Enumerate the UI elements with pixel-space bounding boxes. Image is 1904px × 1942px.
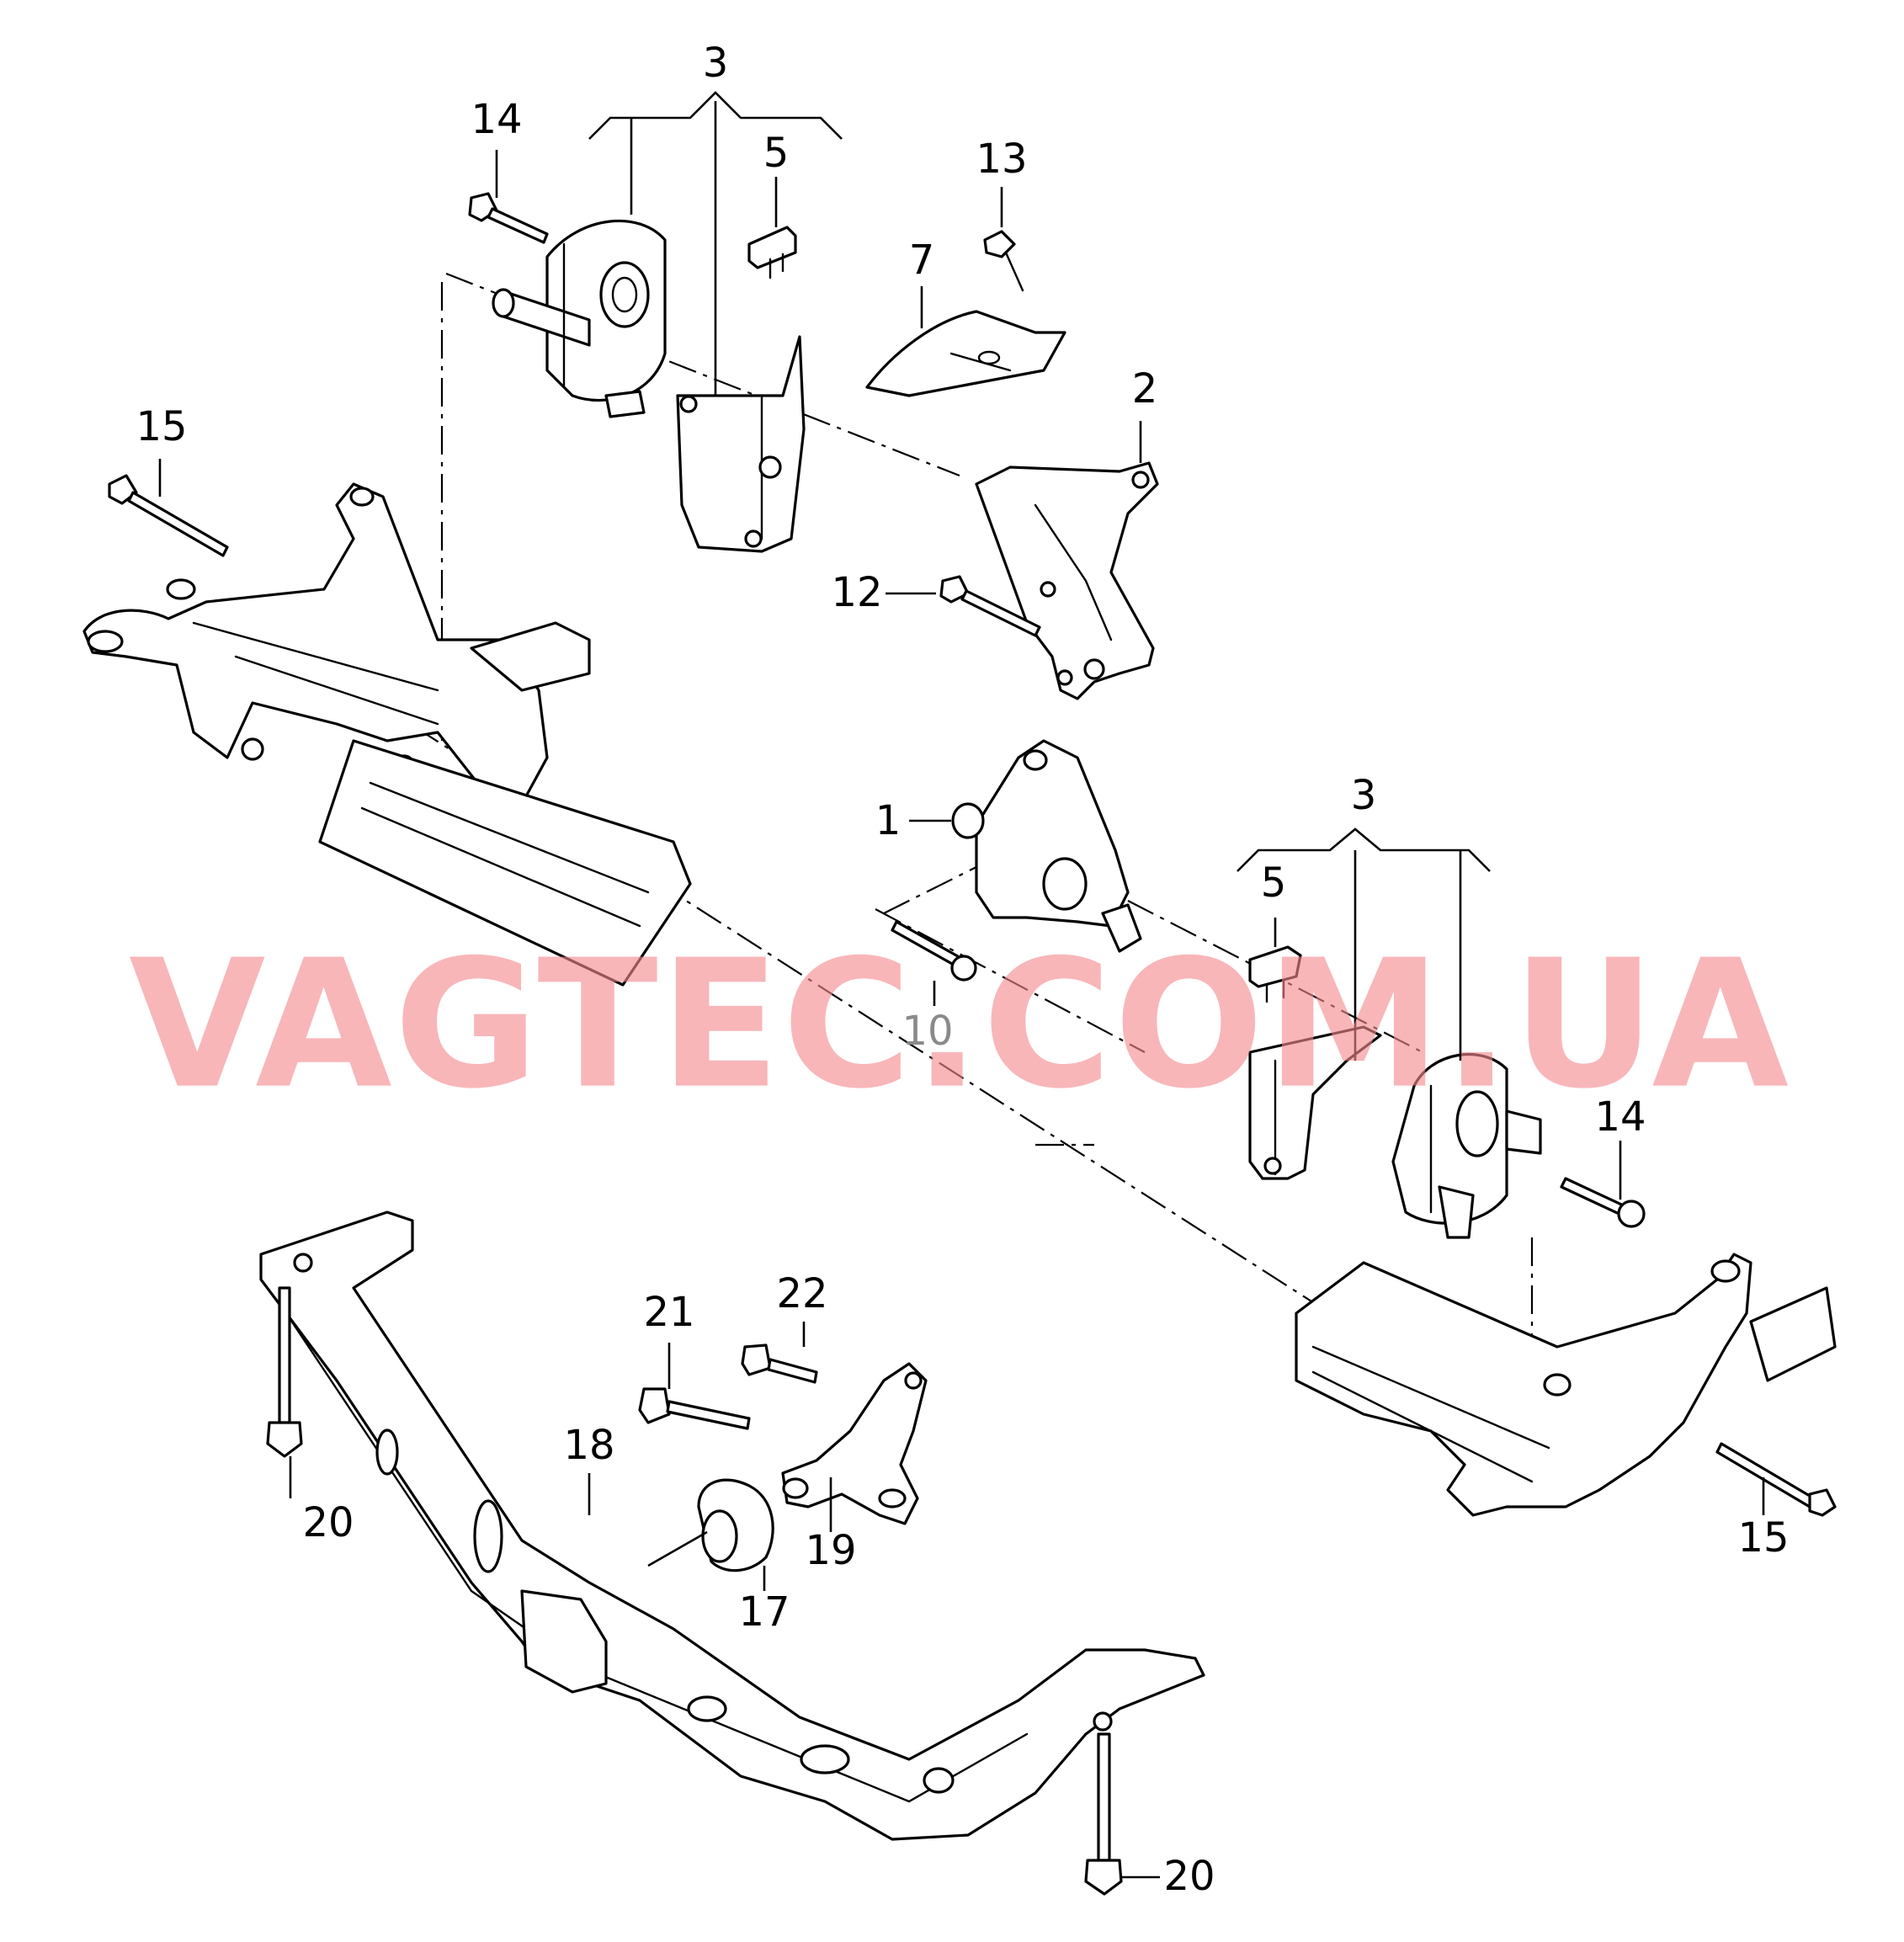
watermark-text: VAGTEC.COM.UA (129, 922, 1790, 1128)
bolt-21-part (638, 1387, 751, 1430)
callout-3-top: 3 (703, 40, 729, 87)
bolt-15-left-part (108, 474, 229, 557)
bracket-19-part (781, 1362, 928, 1525)
callout-5-mid: 5 (1261, 859, 1287, 907)
mid-cap-part (1248, 945, 1302, 1003)
callout-17: 17 (738, 1588, 790, 1636)
right-engine-mount-part (1391, 1052, 1542, 1239)
mount-1-part (951, 739, 1142, 953)
callout-10: 10 (901, 1008, 953, 1055)
callout-20-left: 20 (302, 1499, 354, 1546)
callout-20-right: 20 (1163, 1853, 1215, 1900)
callout-5-top: 5 (763, 130, 790, 177)
callout-labels: 3 14 5 13 7 2 15 12 1 3 5 10 14 15 22 21… (136, 40, 1789, 1900)
callout-18: 18 (563, 1422, 614, 1469)
leader-lines (158, 91, 1765, 1879)
right-bracket-2-part (975, 461, 1159, 700)
heat-shield-part (865, 310, 1066, 397)
callout-15-top: 15 (136, 403, 187, 450)
callout-1: 1 (875, 797, 901, 844)
assembly-axes (252, 272, 1534, 1338)
callout-3-mid: 3 (1351, 772, 1377, 819)
bolt-14-right-part (1560, 1177, 1646, 1228)
bolt-13-part (983, 230, 1024, 292)
callout-21: 21 (643, 1289, 694, 1336)
bolt-12-part (939, 575, 1041, 637)
callout-2: 2 (1132, 365, 1158, 412)
callout-22: 22 (776, 1270, 827, 1317)
left-subframe-part (82, 482, 692, 987)
bolt-15-right-part (1715, 1442, 1837, 1517)
callout-13: 13 (976, 136, 1027, 183)
callout-19: 19 (805, 1527, 856, 1574)
bolt-20-left-part (266, 1286, 303, 1458)
bolt-14-top-part (468, 192, 549, 244)
callout-14-top: 14 (471, 96, 522, 143)
right-subframe-part (1295, 1253, 1837, 1517)
top-engine-mount-part (492, 219, 667, 418)
crossmember-18-part (259, 1210, 1205, 1841)
callout-14-mid: 14 (1594, 1093, 1646, 1141)
callout-7: 7 (909, 237, 935, 284)
right-mount-bracket-part (1248, 1025, 1382, 1180)
callout-15-mid: 15 (1737, 1514, 1789, 1562)
top-cap-part (747, 226, 797, 279)
bolt-22-part (741, 1343, 818, 1384)
bolt-20-right-part (1084, 1732, 1123, 1896)
bushing-17-part (697, 1478, 774, 1572)
top-mount-bracket-part (676, 335, 806, 553)
bolt-10-part (891, 920, 977, 982)
callout-12: 12 (831, 569, 882, 616)
